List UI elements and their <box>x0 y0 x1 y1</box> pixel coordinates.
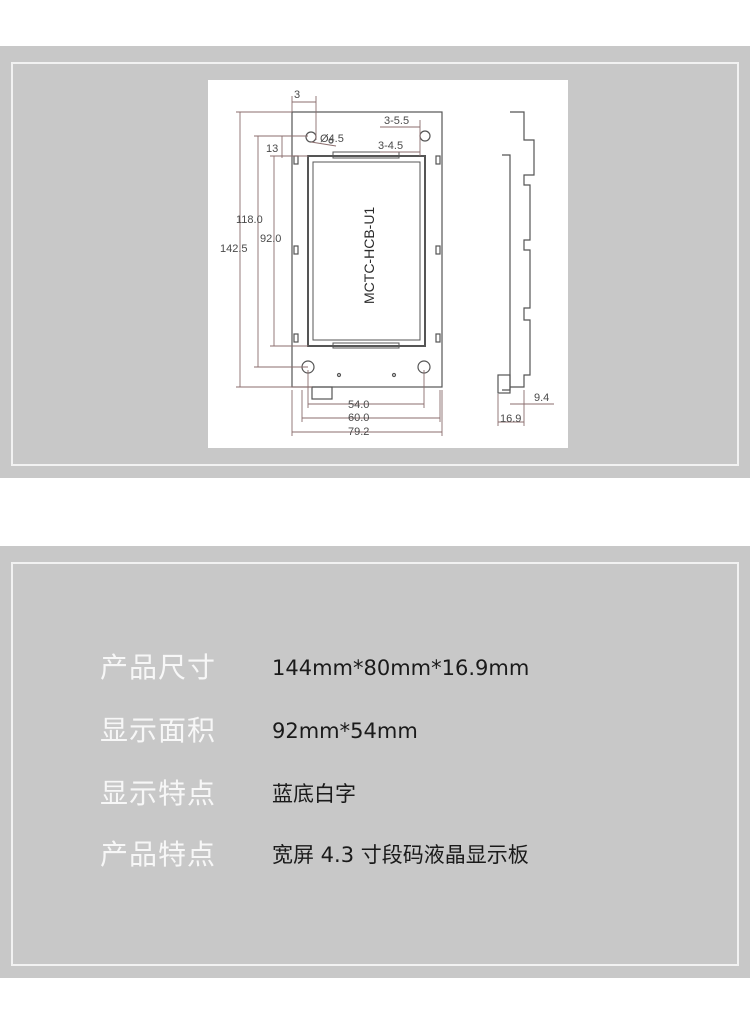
model-label: MCTC-HCB-U1 <box>361 207 377 304</box>
hole-top-right <box>419 130 431 142</box>
drawing-frame <box>11 62 739 466</box>
dim-60: 60.0 <box>348 412 369 424</box>
dim-3-5-5: 3-5.5 <box>384 115 409 127</box>
spec-row-product-feature: 产品特点 宽屏 4.3 寸段码液晶显示板 <box>0 835 750 875</box>
dim-9-4: 9.4 <box>534 392 549 404</box>
bottom-connector <box>311 386 333 400</box>
small-hole-2 <box>391 372 397 378</box>
dim-3: 3 <box>294 89 300 101</box>
clip-right-2 <box>435 245 441 255</box>
spec-label-size: 产品尺寸 <box>99 651 216 684</box>
dimension-drawing-svg: 3 Ø4.5 3-5.5 3-4.5 13 118.0 92.0 142.5 5… <box>220 89 554 438</box>
dim-54: 54.0 <box>348 399 369 411</box>
spec-value-display-area: 92mm*54mm <box>272 719 418 743</box>
lcd-top-tab <box>332 151 400 159</box>
spec-label-display-feature: 显示特点 <box>99 777 216 810</box>
dim-16-9: 16.9 <box>500 413 521 425</box>
lcd-bottom-tab <box>332 342 400 349</box>
spec-row-size: 产品尺寸 144mm*80mm*16.9mm <box>0 648 750 688</box>
side-view-body <box>510 111 535 388</box>
clip-right-1 <box>435 155 441 165</box>
small-hole-3 <box>328 138 334 144</box>
side-view-rail <box>502 154 511 391</box>
hole-top-left <box>305 131 317 143</box>
clip-right-3 <box>435 333 441 343</box>
technical-drawing: 3 Ø4.5 3-5.5 3-4.5 13 118.0 92.0 142.5 5… <box>208 80 568 448</box>
dim-79-2: 79.2 <box>348 426 369 438</box>
side-view-connector <box>497 374 511 394</box>
spec-value-size: 144mm*80mm*16.9mm <box>272 656 530 680</box>
lcd-window-inner <box>312 161 421 341</box>
spec-label-product-feature: 产品特点 <box>99 838 216 871</box>
board-outline <box>291 111 443 388</box>
spec-panel: 产品尺寸 144mm*80mm*16.9mm 显示面积 92mm*54mm 显示… <box>0 546 750 978</box>
spec-row-display-feature: 显示特点 蓝底白字 <box>0 774 750 814</box>
dim-142-5: 142.5 <box>220 243 248 255</box>
clip-left-2 <box>293 245 299 255</box>
dim-118: 118.0 <box>236 214 263 226</box>
spec-value-product-feature: 宽屏 4.3 寸段码液晶显示板 <box>272 843 529 867</box>
dim-92: 92.0 <box>260 233 281 245</box>
dim-13: 13 <box>266 143 278 155</box>
spec-value-display-feature: 蓝底白字 <box>272 782 356 806</box>
lcd-window-outer <box>307 155 426 347</box>
spec-frame <box>11 562 739 966</box>
spec-row-display-area: 显示面积 92mm*54mm <box>0 711 750 751</box>
small-hole-1 <box>336 372 342 378</box>
dim-hole: Ø4.5 <box>320 133 344 145</box>
clip-left-3 <box>293 333 299 343</box>
clip-left-1 <box>293 155 299 165</box>
dim-3-4-5: 3-4.5 <box>378 140 403 152</box>
spec-label-display-area: 显示面积 <box>99 714 216 747</box>
